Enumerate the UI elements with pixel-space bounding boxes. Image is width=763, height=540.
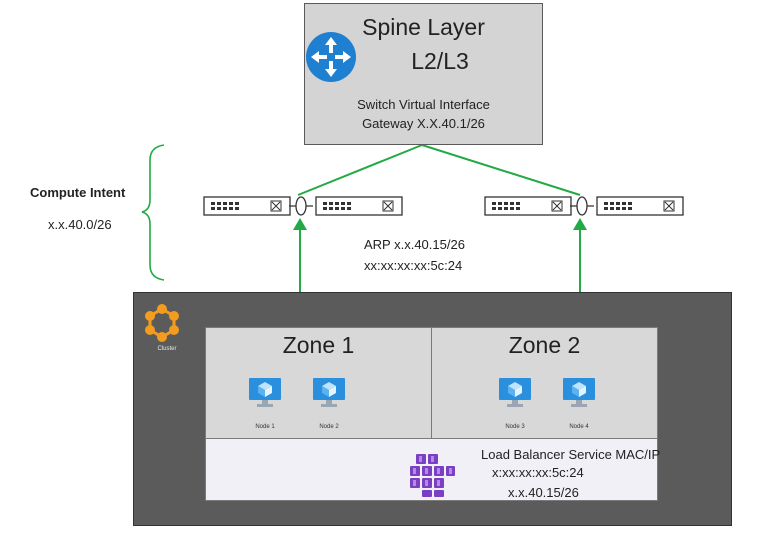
- spine-layer-box: Spine Layer L2/L3 Switch Virtual Interfa…: [304, 3, 543, 145]
- vm-node-icon: [249, 378, 281, 407]
- switch-icon: [203, 196, 291, 216]
- switch-link-right: [570, 196, 594, 216]
- node-label: Node 1: [255, 424, 275, 430]
- load-balancer-mac: x:xx:xx:xx:5c:24: [492, 465, 584, 480]
- zone-2: Zone 2: [431, 327, 658, 439]
- uplink-left: [297, 144, 423, 196]
- zone-title: Zone 2: [508, 332, 581, 358]
- switch-icon: [315, 196, 403, 216]
- vm-node-icon: [563, 378, 595, 407]
- zone2-arrowhead: [573, 218, 587, 230]
- cluster-label: Cluster: [157, 346, 177, 352]
- node-label: Node 3: [505, 424, 525, 430]
- compute-intent-title: Compute Intent: [30, 185, 126, 200]
- zone-title: Zone 1: [282, 332, 355, 358]
- router-icon: [306, 32, 356, 82]
- load-balancer-icon: [410, 454, 455, 497]
- spine-svi-label: Switch Virtual Interface: [357, 97, 490, 112]
- spine-gateway-label: Gateway X.X.40.1/26: [362, 116, 485, 131]
- zone1-arrowhead: [293, 218, 307, 230]
- uplink-right: [421, 144, 581, 196]
- node-label: Node 2: [319, 424, 339, 430]
- switch-icon: [484, 196, 572, 216]
- load-balancer-title: Load Balancer Service MAC/IP: [481, 447, 661, 462]
- vm-node-icon: [313, 378, 345, 407]
- load-balancer-ip: x.x.40.15/26: [508, 485, 579, 500]
- vm-node-icon: [499, 378, 531, 407]
- spine-subtitle: L2/L3: [411, 48, 469, 74]
- switch-icon: [596, 196, 684, 216]
- arp-mac-label: xx:xx:xx:xx:5c:24: [364, 258, 463, 273]
- spine-title: Spine Layer: [362, 14, 485, 40]
- compute-intent-bracket: [141, 144, 165, 281]
- arp-ip-label: ARP x.x.40.15/26: [364, 237, 465, 252]
- cluster-icon: [145, 304, 179, 342]
- switch-link-left: [289, 196, 313, 216]
- node-label: Node 4: [569, 424, 589, 430]
- compute-intent-subnet: x.x.40.0/26: [48, 217, 112, 232]
